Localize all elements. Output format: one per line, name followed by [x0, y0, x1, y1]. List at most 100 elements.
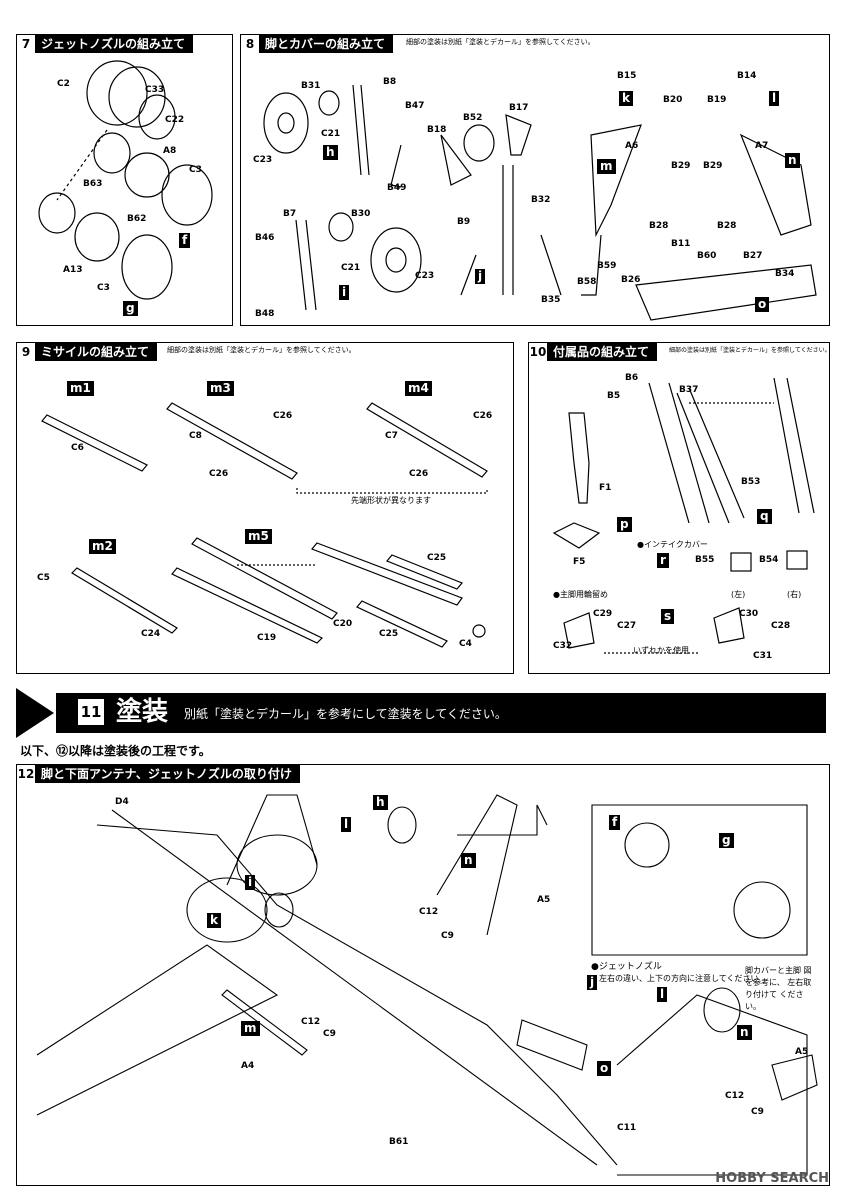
part-label: B47 — [405, 101, 425, 111]
wheel-chock-label: ●主脚用輪留め — [553, 590, 608, 599]
assembly-tag-n: n — [461, 853, 476, 868]
part-label: C21 — [341, 263, 361, 273]
part-label: A5 — [795, 1047, 809, 1057]
part-label: B60 — [697, 251, 717, 261]
part-label: C23 — [415, 271, 435, 281]
step11-note: 別紙「塗装とデカール」を参考にして塗装をしてください。 — [184, 707, 507, 721]
part-label: C2 — [57, 79, 70, 89]
nozzle-note: 左右の違い、上下の方向に注意してください — [599, 974, 759, 983]
step11-number: 11 — [78, 699, 104, 725]
assembly-tag-f: f — [609, 815, 621, 830]
part-label: A13 — [63, 265, 83, 275]
part-label: C9 — [323, 1029, 336, 1039]
part-label: A7 — [755, 141, 769, 151]
part-label: B7 — [283, 209, 297, 219]
left-label: (左) — [731, 590, 746, 599]
part-label: C22 — [165, 115, 185, 125]
assembly-tag-i: i — [245, 875, 256, 890]
step8-note: 細部の塗装は別紙「塗装とデカール」を参照してください。 — [406, 38, 595, 46]
part-label: B29 — [671, 161, 691, 171]
missile-group-m3: m3 — [207, 381, 234, 396]
assembly-tag-m: m — [241, 1021, 260, 1036]
part-label: C25 — [379, 629, 399, 639]
part-label: A6 — [625, 141, 639, 151]
part-label: C31 — [753, 651, 773, 661]
part-label: C27 — [617, 621, 637, 631]
nozzle-note-title: ●ジェットノズル — [591, 962, 662, 972]
arrow-icon — [16, 688, 54, 738]
assembly-tag-n: n — [737, 1025, 752, 1040]
part-label: B49 — [387, 183, 407, 193]
part-label: B34 — [775, 269, 795, 279]
part-label: B31 — [301, 81, 321, 91]
part-label: A4 — [241, 1061, 255, 1071]
step10-note: 細部の塗装は別紙「塗装とデカール」を参照してください。 — [669, 347, 831, 354]
missile-group-m5: m5 — [245, 529, 272, 544]
step9-note: 細部の塗装は別紙「塗装とデカール」を参照してください。 — [167, 346, 356, 354]
part-label: A8 — [163, 146, 177, 156]
assembly-tag-h: h — [323, 145, 338, 160]
assembly-tag-p: p — [617, 517, 632, 532]
part-label: B28 — [717, 221, 737, 231]
after-paint-note: 以下、⑫以降は塗装後の工程です。 — [20, 744, 211, 758]
part-label: B18 — [427, 125, 447, 135]
part-label: C12 — [725, 1091, 745, 1101]
part-label: B9 — [457, 217, 471, 227]
part-label: C9 — [751, 1107, 764, 1117]
assembly-tag-g: g — [123, 301, 138, 316]
part-label: C5 — [37, 573, 50, 583]
part-label: C23 — [253, 155, 273, 165]
part-label: B48 — [255, 309, 275, 319]
assembly-tag-l: l — [657, 987, 668, 1002]
part-label: C3 — [97, 283, 110, 293]
assembly-tag-k: k — [207, 913, 221, 928]
part-label: C6 — [71, 443, 84, 453]
part-label: B58 — [577, 277, 597, 287]
part-label: C26 — [409, 469, 429, 479]
part-label: C12 — [301, 1017, 321, 1027]
part-label: C21 — [321, 129, 341, 139]
part-label: B8 — [383, 77, 397, 87]
assembly-tag-h: h — [373, 795, 388, 810]
step12-drawing — [36, 794, 818, 1176]
assembly-tag-n: n — [785, 153, 800, 168]
assembly-tag-f: f — [179, 233, 191, 248]
part-label: B14 — [737, 71, 757, 81]
assembly-tag-l: l — [341, 817, 352, 832]
part-label: B27 — [743, 251, 763, 261]
part-label: B29 — [703, 161, 723, 171]
part-label: B52 — [463, 113, 483, 123]
part-label: B30 — [351, 209, 371, 219]
part-label: C28 — [771, 621, 791, 631]
missile-group-m4: m4 — [405, 381, 432, 396]
part-label: B28 — [649, 221, 669, 231]
part-label: C26 — [209, 469, 229, 479]
step9-drawing — [41, 402, 488, 648]
part-label: C19 — [257, 633, 277, 643]
part-label: B20 — [663, 95, 683, 105]
watermark: HOBBY SEARCH — [715, 1171, 829, 1186]
part-label: C24 — [141, 629, 161, 639]
part-label: C29 — [593, 609, 613, 619]
part-label: C32 — [553, 641, 573, 651]
step11-title: 塗装 — [116, 697, 169, 727]
part-label: B53 — [741, 477, 761, 487]
assembly-tag-k: k — [619, 91, 633, 106]
part-label: B35 — [541, 295, 561, 305]
part-label: C30 — [739, 609, 759, 619]
part-label: B55 — [695, 555, 715, 565]
assembly-tag-j: j — [587, 975, 598, 990]
part-label: A5 — [537, 895, 551, 905]
part-label: C26 — [473, 411, 493, 421]
part-label: B61 — [389, 1137, 409, 1147]
part-label: C8 — [189, 431, 202, 441]
assembly-tag-q: q — [757, 509, 772, 524]
